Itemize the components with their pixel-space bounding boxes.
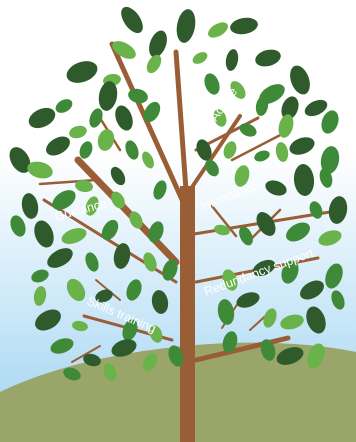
tree-trunk	[180, 186, 195, 442]
